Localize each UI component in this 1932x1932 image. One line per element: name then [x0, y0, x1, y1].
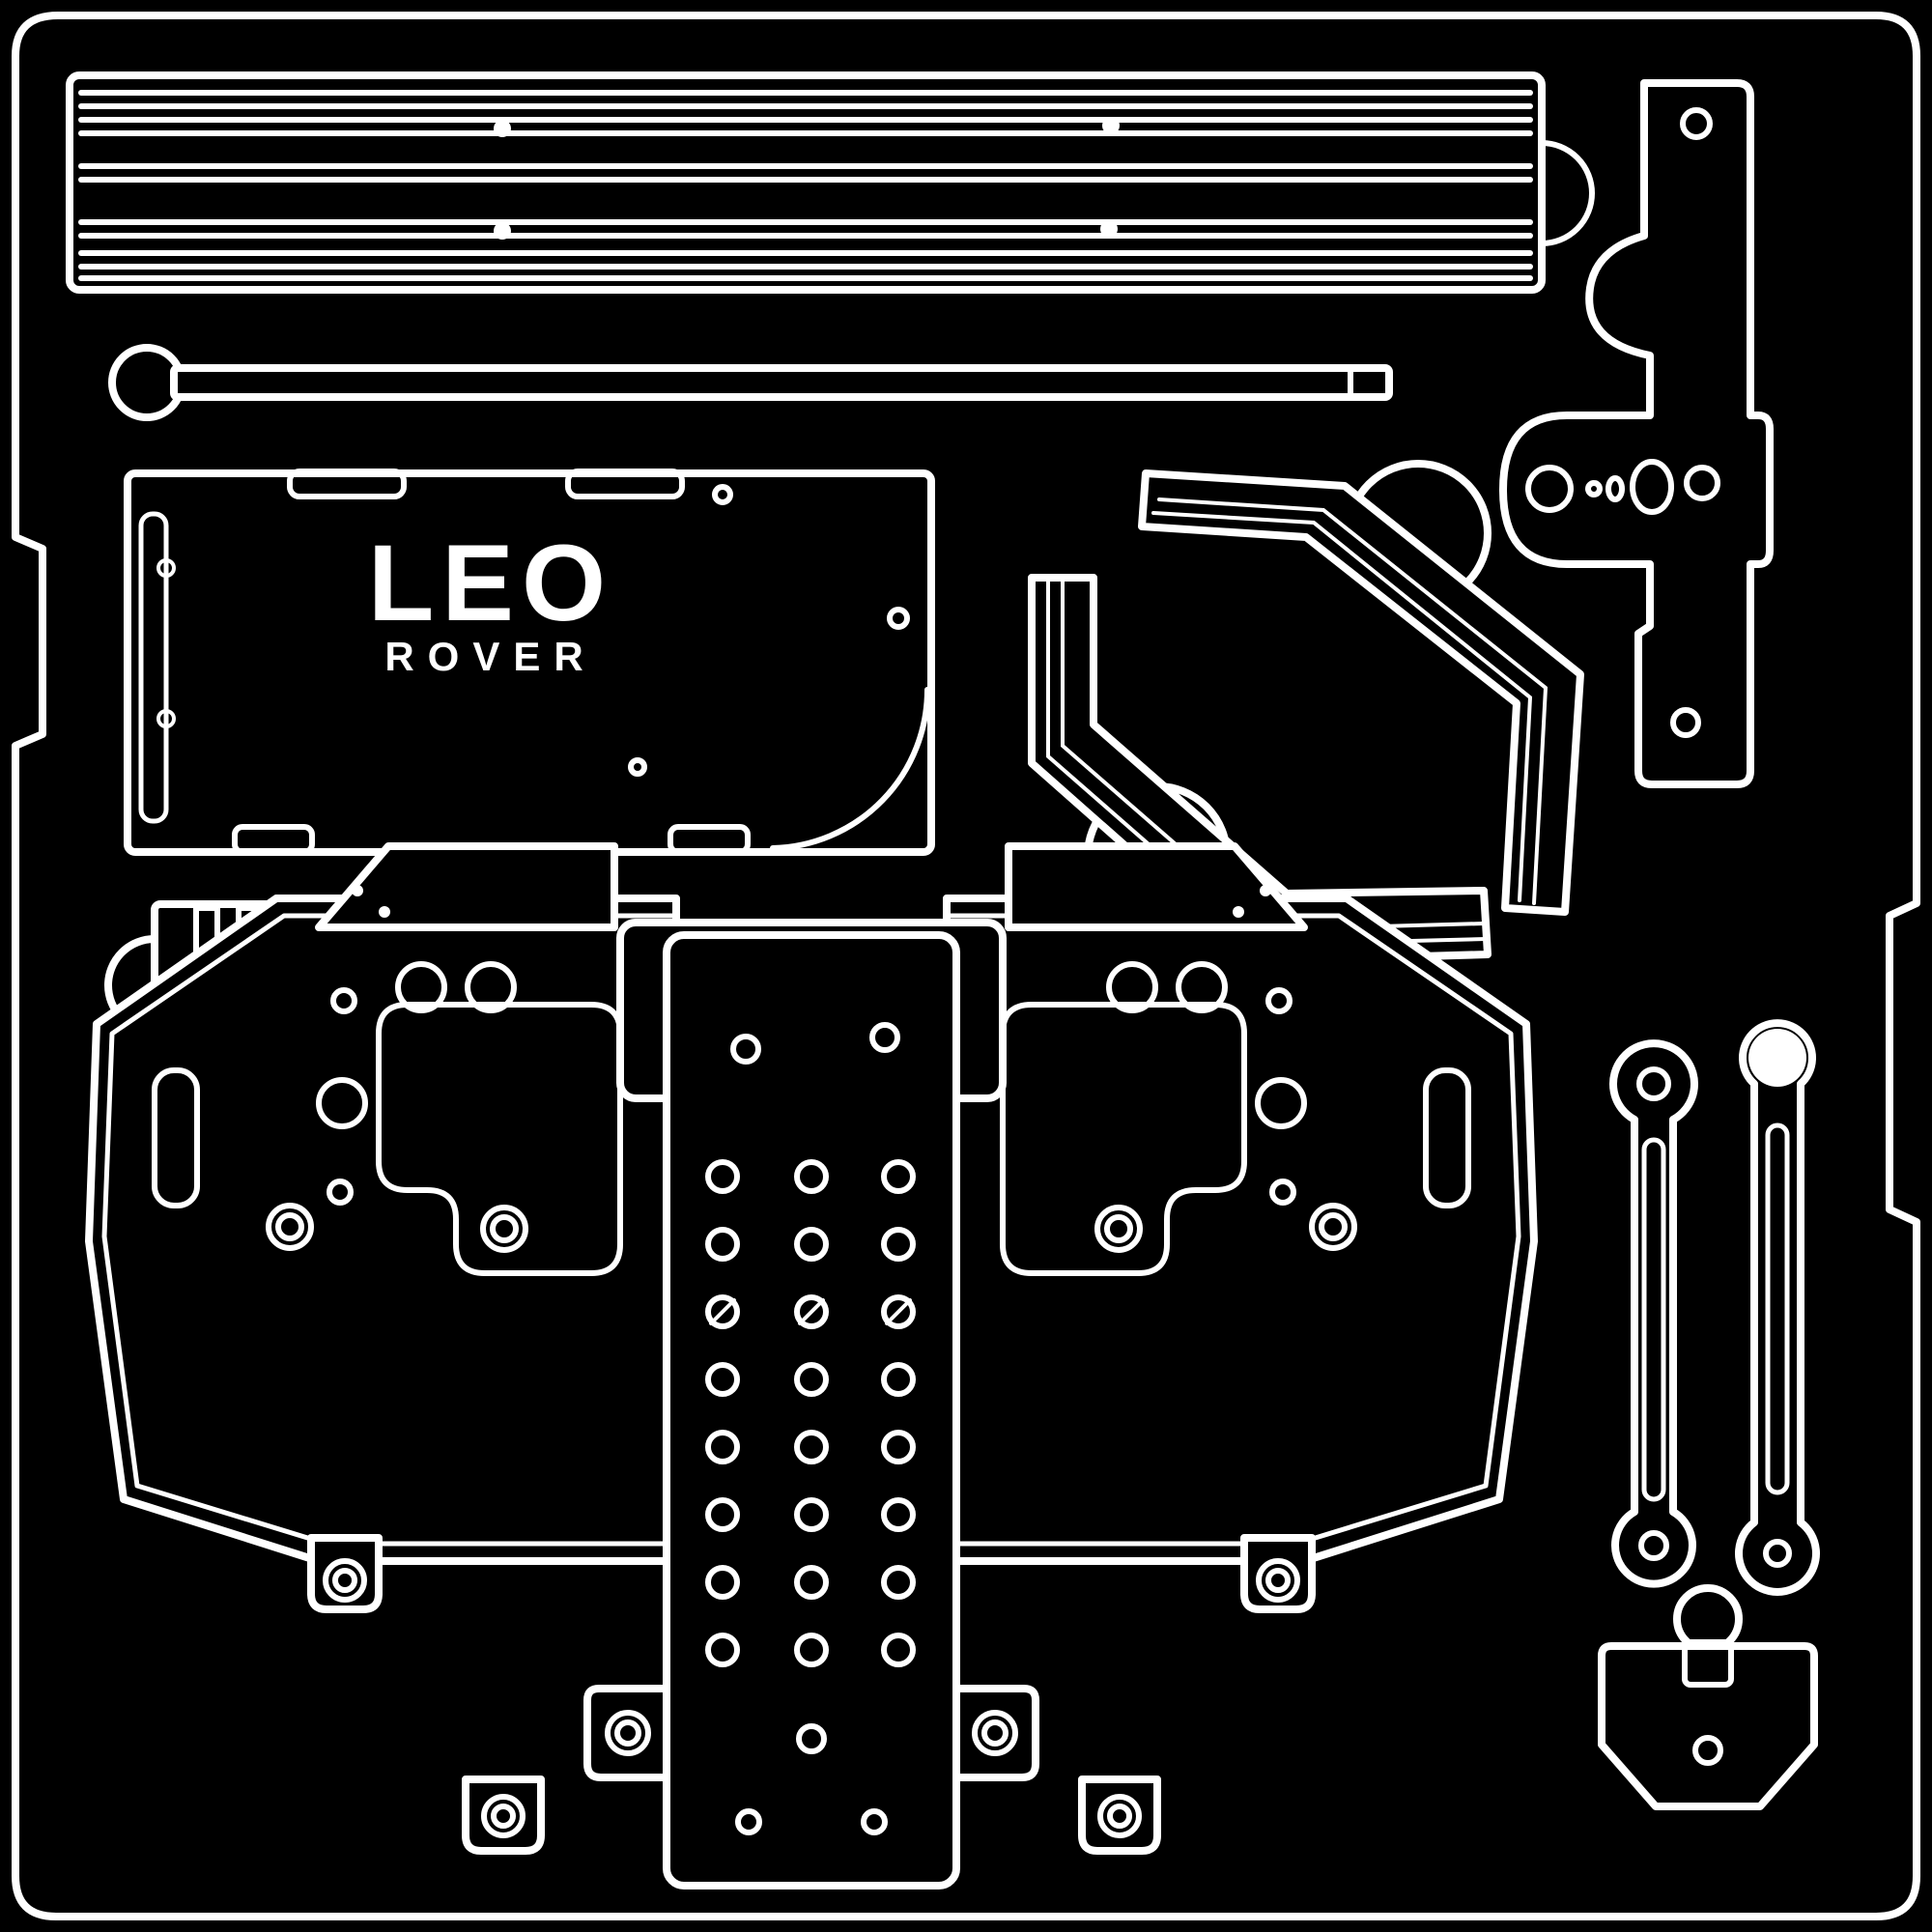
wing-bolt-hole: [1104, 1214, 1133, 1243]
wing-hole: [1255, 1077, 1307, 1129]
foot-bracket: [1598, 1584, 1818, 1810]
wing-bolt-hole: [1319, 1212, 1348, 1241]
wing-hinge-tab-left: [307, 1534, 383, 1613]
wing-bolt-hole: [490, 1214, 519, 1243]
rail-hole: [494, 222, 511, 240]
wing-bolt-hole: [275, 1212, 304, 1241]
wing-bolt-ring: [1094, 1205, 1143, 1253]
link-arm-solid: [1735, 1019, 1820, 1596]
link-slot: [1765, 1122, 1790, 1495]
channel-notch: [156, 558, 176, 578]
wing-bolt-ring: [1309, 1203, 1357, 1251]
chassis-left-wing: [85, 895, 680, 1565]
side-bracket: [1499, 79, 1774, 788]
rail-end-bump: [1539, 140, 1595, 246]
panel-corner-arc: [770, 687, 930, 851]
wing-hole: [1176, 961, 1228, 1013]
link-solid-end: [1748, 1029, 1806, 1087]
chassis-assembly: [85, 842, 1538, 1889]
panel-bottom-tab: [668, 824, 751, 855]
wing-slot: [152, 1067, 200, 1208]
logo-text-leo: LEO: [368, 523, 613, 643]
central-column: [663, 931, 960, 1889]
wing-hole: [465, 961, 517, 1013]
top-trapezoid-left: [315, 842, 618, 931]
panel-hole: [887, 607, 910, 630]
panel-top-tab: [565, 469, 685, 499]
wing-hole: [316, 1077, 368, 1129]
rail-hole: [1100, 220, 1118, 238]
bottom-hinge-tab-left: [462, 1776, 545, 1855]
wing-hinge-tab-right: [1240, 1534, 1316, 1613]
panel-top-tab: [287, 469, 407, 499]
panel-hole: [712, 484, 733, 505]
bracket-hole: [1684, 465, 1720, 501]
panel-bottom-tab: [232, 824, 315, 855]
bracket-slot: [1605, 475, 1625, 502]
panel-hole: [628, 757, 647, 777]
wing-hole: [1265, 987, 1293, 1014]
wing-hole: [395, 961, 447, 1013]
bracket-hole: [1525, 465, 1574, 513]
link-bottom-hole: [1763, 1539, 1792, 1568]
link-bottom-hole: [1638, 1530, 1669, 1561]
leo-cover-panel: LEO ROVER: [124, 469, 935, 856]
top-rail: [66, 71, 1595, 294]
channel-notch: [156, 709, 176, 728]
foot-notch: [1682, 1639, 1734, 1688]
rail-hole: [494, 120, 511, 137]
bracket-hole: [1680, 107, 1713, 140]
bracket-hole: [1670, 707, 1701, 738]
link-arm-slotted: [1609, 1039, 1698, 1588]
panel-side-channel: [138, 511, 169, 824]
top-trapezoid-right: [1005, 842, 1308, 931]
column-side-tab-right: [943, 1685, 1039, 1781]
axle-rod: [108, 344, 1393, 421]
wing-hole: [327, 1179, 354, 1206]
wing-slot: [1423, 1067, 1471, 1208]
link-top-hole: [1636, 1066, 1671, 1101]
bracket-hole: [1585, 480, 1603, 497]
wing-bolt-ring: [266, 1203, 314, 1251]
bottom-hinge-tab-right: [1078, 1776, 1161, 1855]
foot-hole: [1692, 1735, 1723, 1766]
wing-bolt-ring: [480, 1205, 528, 1253]
wing-hole: [1269, 1179, 1296, 1206]
wing-hole: [330, 987, 357, 1014]
logo-text-rover: ROVER: [384, 634, 596, 679]
chassis-right-wing: [943, 895, 1538, 1565]
rail-hole: [1102, 117, 1120, 134]
wing-hole: [1106, 961, 1158, 1013]
link-slot: [1641, 1137, 1666, 1502]
bracket-oval-hole: [1630, 459, 1674, 515]
